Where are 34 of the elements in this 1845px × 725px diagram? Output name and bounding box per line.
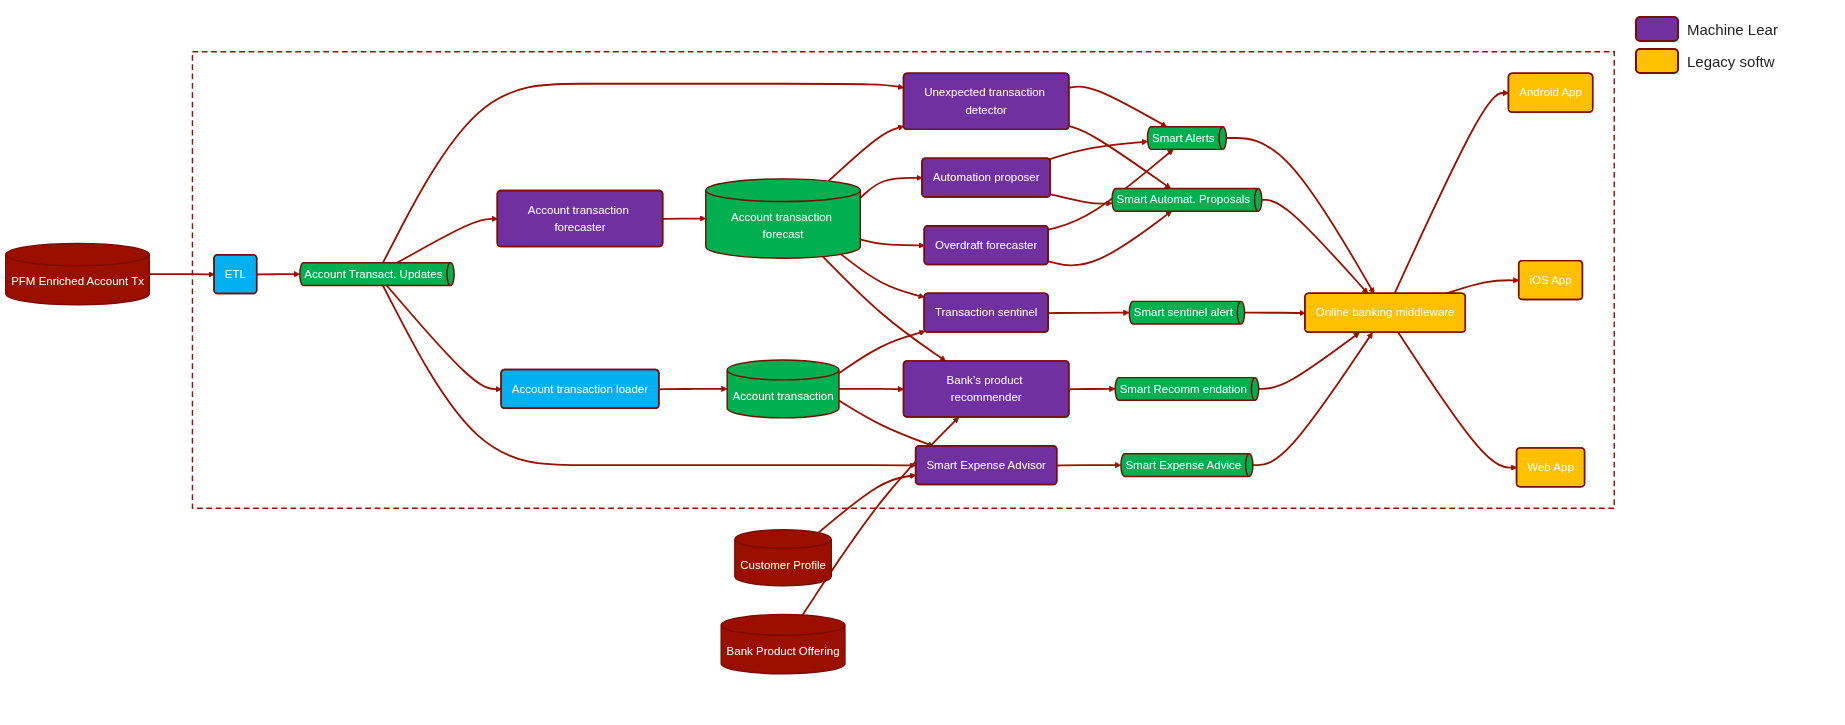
arrow	[827, 124, 905, 182]
node-text: Account Transact. Updates	[304, 267, 443, 280]
legend-label: Machine Lear	[1687, 20, 1778, 38]
arrow	[1048, 138, 1148, 160]
node-text: Smart Automat. Proposals	[1116, 193, 1251, 206]
cluster	[191, 50, 1615, 509]
arrow	[148, 270, 215, 278]
arrow	[1068, 85, 1168, 127]
arrow	[658, 385, 728, 392]
arrow	[838, 399, 934, 447]
arrow	[822, 255, 947, 362]
arrow	[1252, 331, 1373, 466]
arrow	[256, 270, 301, 278]
arrow	[838, 329, 926, 374]
arrow	[1049, 193, 1113, 207]
arrow	[1047, 210, 1172, 266]
arrow	[1257, 331, 1360, 390]
node-text: Smart Alerts	[1151, 131, 1215, 144]
node-text: Smart sentinel alert	[1133, 305, 1233, 319]
node-text: Smart Expense Advice	[1125, 458, 1242, 471]
arrow	[1068, 125, 1171, 189]
arrow	[1260, 198, 1369, 294]
legend-label: Legacy softw	[1687, 52, 1775, 70]
arrow	[1225, 136, 1375, 294]
arrow	[1047, 148, 1174, 231]
arrow	[1068, 385, 1116, 392]
arrow	[859, 238, 925, 249]
arrow	[396, 215, 498, 264]
node-text: Smart Recomm endation	[1119, 382, 1247, 395]
arrow	[1056, 461, 1122, 468]
arrow	[840, 253, 925, 299]
arrow	[662, 215, 707, 222]
arrow	[381, 82, 905, 264]
arrow	[385, 284, 502, 393]
